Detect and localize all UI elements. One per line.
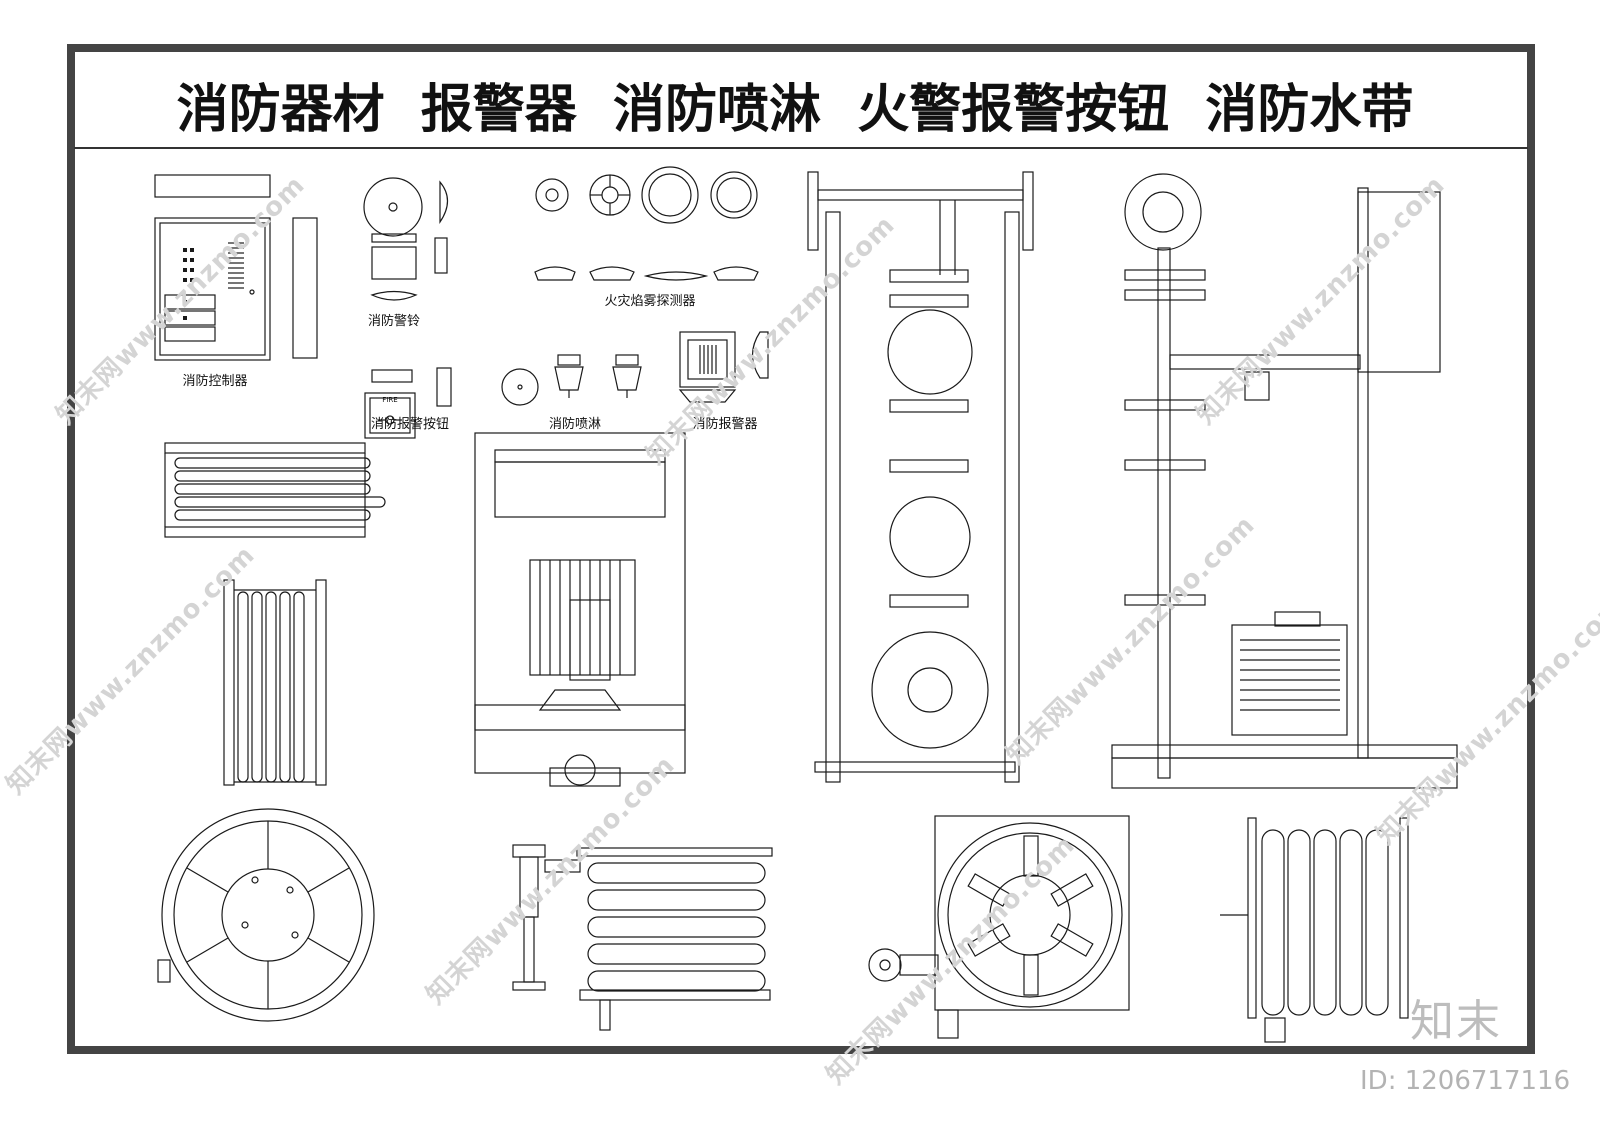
hose-reel-with-hose [512,844,773,1031]
label-controller: 消防控制器 [182,373,247,389]
smoke-detector-symbols [534,166,759,281]
label-alarm: 消防报警器 [692,416,757,432]
sheet-title: 消防器材 报警器 消防喷淋 火警报警按钮 消防水带 [177,80,1414,140]
label-button: 消防报警按钮 [371,416,449,432]
pipe-assembly-front [807,171,1034,783]
watermark-id: ID: 1206717116 [1360,1066,1571,1096]
alarm-button-symbol [364,367,452,439]
hose-reel-wheel-front [157,808,375,1022]
fire-bell-symbol [363,177,449,301]
hose-reel-side-right [1220,817,1409,1043]
alarm-siren-symbol [678,331,769,403]
watermark-logo: 知末 [1410,996,1502,1047]
label-bell: 消防警铃 [368,313,420,329]
label-fire-small: FIRE [382,396,397,404]
pump-skid-front [474,432,686,787]
hose-reel-side-horizontal [164,442,386,538]
pump-assembly-side [1111,173,1458,789]
sprinkler-symbols [501,354,642,406]
fire-controller-symbol [154,174,318,361]
hose-reel-side-vertical [223,579,327,786]
label-sprinkler: 消防喷淋 [549,416,601,432]
hose-cabinet-front [868,815,1130,1039]
label-detector: 火灾焰雾探测器 [604,293,695,309]
